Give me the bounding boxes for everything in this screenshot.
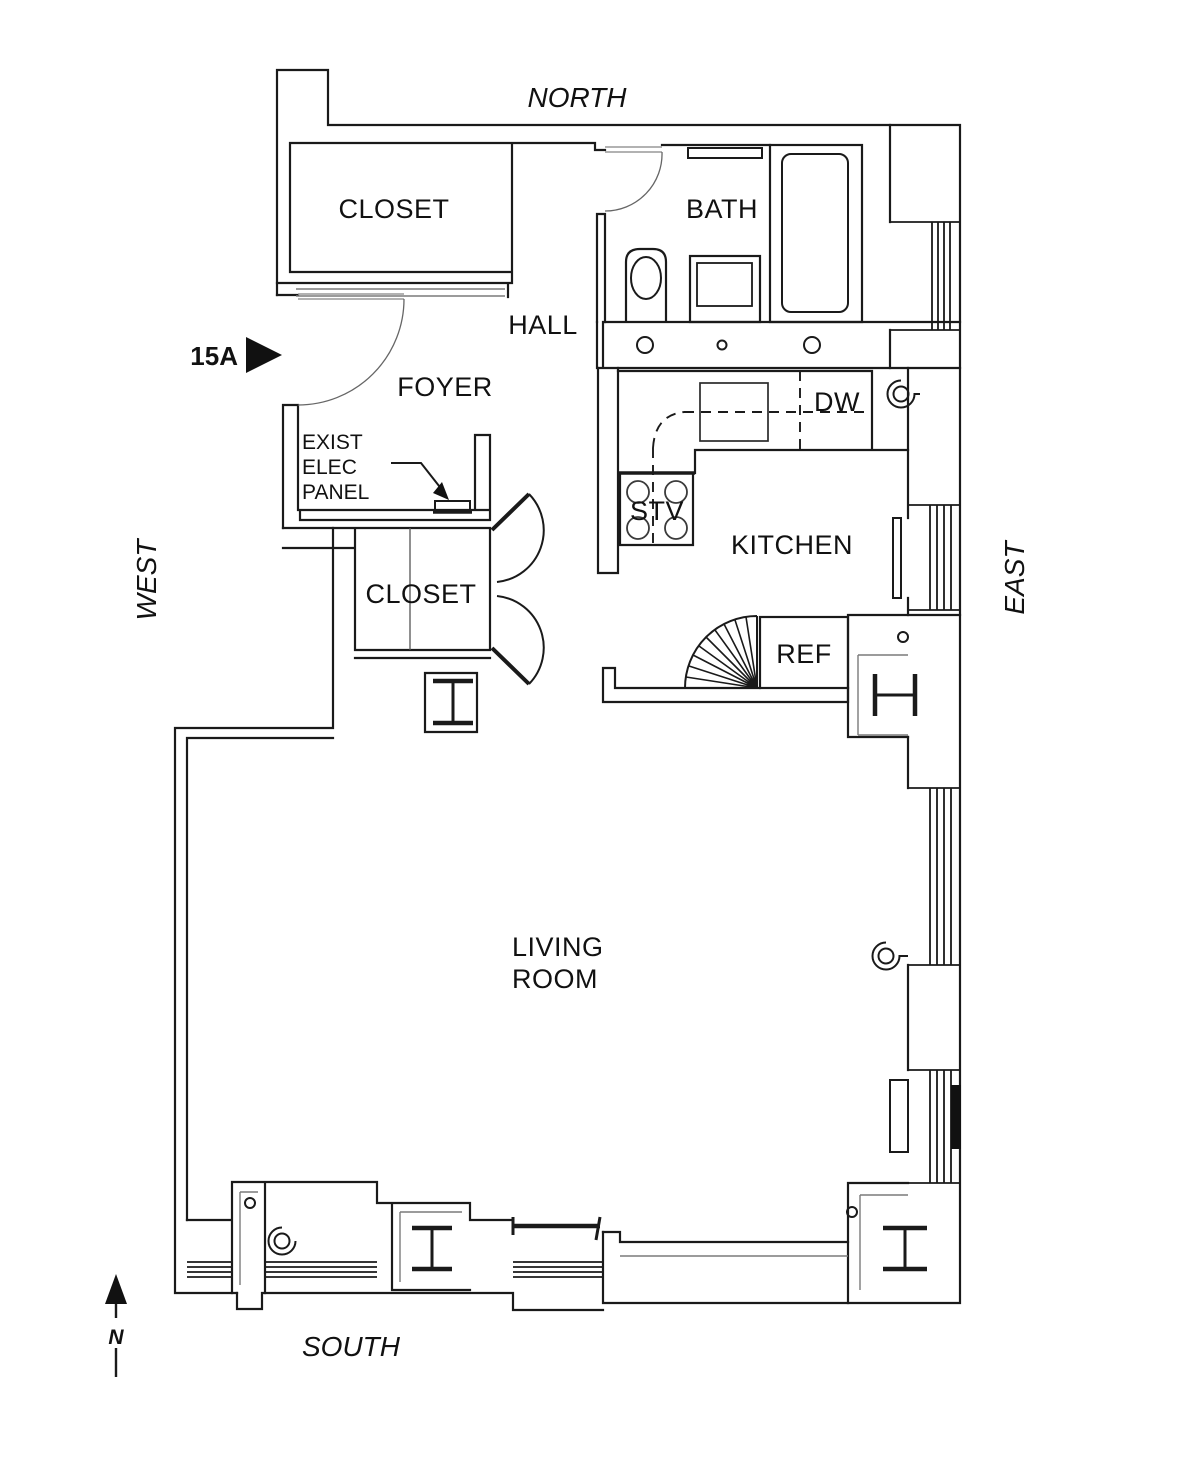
south-pier-riser [244, 1197, 256, 1209]
unit-entry-arrow [246, 337, 282, 373]
south-ibeam-column [412, 1225, 452, 1272]
counter-dashed-lines [652, 371, 870, 545]
ibeam-columns [412, 674, 927, 1272]
label-east: EAST [999, 540, 1030, 615]
radiator-symbols [244, 379, 920, 1256]
refrigerator-outline [758, 615, 850, 690]
bath-west-wall [595, 143, 772, 324]
foyer-ibeam-column [433, 678, 473, 726]
elec-panel-arrowhead [433, 482, 449, 500]
east-window-3 [908, 787, 960, 966]
kitchen-fixtures [617, 371, 870, 547]
kitchen-west-wall [596, 366, 620, 575]
kitchen-window-stool [892, 517, 902, 599]
south-radiator-curl [267, 1226, 297, 1256]
labels: NORTH SOUTH WEST EAST CLOSET BATH HALL F… [131, 82, 1030, 1362]
bath-sink-basin [696, 262, 753, 307]
label-elec-line1: EXIST [302, 431, 363, 454]
ac-unit-bar [951, 1085, 961, 1149]
stove-outline [618, 473, 695, 547]
label-west: WEST [131, 538, 162, 621]
outer-wall [275, 68, 962, 1305]
south-window-3 [513, 1261, 603, 1278]
entry-door-leaf [298, 293, 404, 300]
south-window-2 [265, 1261, 377, 1278]
compass-arrowhead [105, 1274, 127, 1304]
se-corner-pier [846, 1181, 910, 1305]
label-closet-north: CLOSET [338, 194, 449, 224]
ac-unit-frame [889, 1079, 909, 1153]
bath-sink [688, 254, 762, 324]
se-ibeam-column [883, 1225, 927, 1272]
label-living-line2: ROOM [512, 964, 598, 994]
bath-shelf [687, 147, 763, 159]
east-mid-pier [846, 613, 962, 739]
hall-plumbing-wall [595, 320, 962, 370]
label-south: SOUTH [302, 1331, 401, 1362]
foyer-column-box [423, 671, 479, 734]
closet-door-leaves [490, 492, 531, 686]
compass: N [105, 1274, 127, 1377]
entry-door-swing [297, 298, 405, 406]
kitchen-sink [699, 382, 769, 442]
compass-letter: N [108, 1326, 124, 1349]
se-pier-riser [846, 1206, 858, 1218]
label-elec-line2: ELEC [302, 456, 357, 479]
west-wall [173, 526, 335, 1295]
stove-burners [626, 480, 688, 540]
label-living-line1: LIVING [512, 932, 604, 962]
label-foyer: FOYER [397, 372, 493, 402]
label-unit-number: 15A [190, 341, 238, 371]
label-refrigerator: REF [776, 639, 832, 669]
label-hall: HALL [508, 310, 578, 340]
south-window-marker [511, 1216, 602, 1241]
toilet-bowl [630, 256, 662, 300]
closet-door-swings [496, 493, 545, 685]
kitchen-radiator-curl [886, 379, 920, 409]
hall-risers [636, 336, 821, 354]
label-dishwasher: DW [814, 387, 860, 417]
east-radiator-curl [871, 941, 908, 971]
east-pier-riser [897, 631, 909, 643]
foyer-closet-walls [281, 526, 492, 660]
label-bath: BATH [686, 194, 758, 224]
label-north: NORTH [527, 82, 627, 113]
walls [173, 68, 962, 1312]
bath-door-swing [604, 151, 663, 212]
elec-panel-annotation [391, 462, 472, 514]
south-wall-sills [235, 1291, 605, 1312]
toilet [624, 247, 668, 322]
south-wall-piers [185, 1180, 850, 1295]
pass-through-ledge [601, 666, 850, 704]
bath-door-leaf [605, 146, 662, 153]
folding-door-fan [684, 615, 758, 689]
doors [297, 146, 758, 689]
bathtub [768, 143, 864, 324]
bath-fixtures [624, 143, 864, 324]
label-elec-line3: PANEL [302, 481, 369, 504]
north-closet-walls [275, 141, 607, 299]
elec-panel-arrow-line [391, 462, 444, 492]
foyer-walls [281, 403, 492, 530]
east-window-1 [890, 221, 960, 331]
label-kitchen: KITCHEN [731, 530, 853, 560]
east-window-2 [908, 504, 960, 611]
windows [187, 221, 960, 1278]
kitchen-counter [616, 369, 910, 475]
bathtub-basin [781, 153, 849, 313]
south-window-1 [187, 1261, 232, 1278]
label-stove: STV [630, 496, 684, 526]
east-window-4-ac [908, 1069, 960, 1184]
east-ibeam-column [872, 674, 918, 716]
pier-details [239, 288, 908, 1290]
label-closet-foyer: CLOSET [365, 579, 476, 609]
